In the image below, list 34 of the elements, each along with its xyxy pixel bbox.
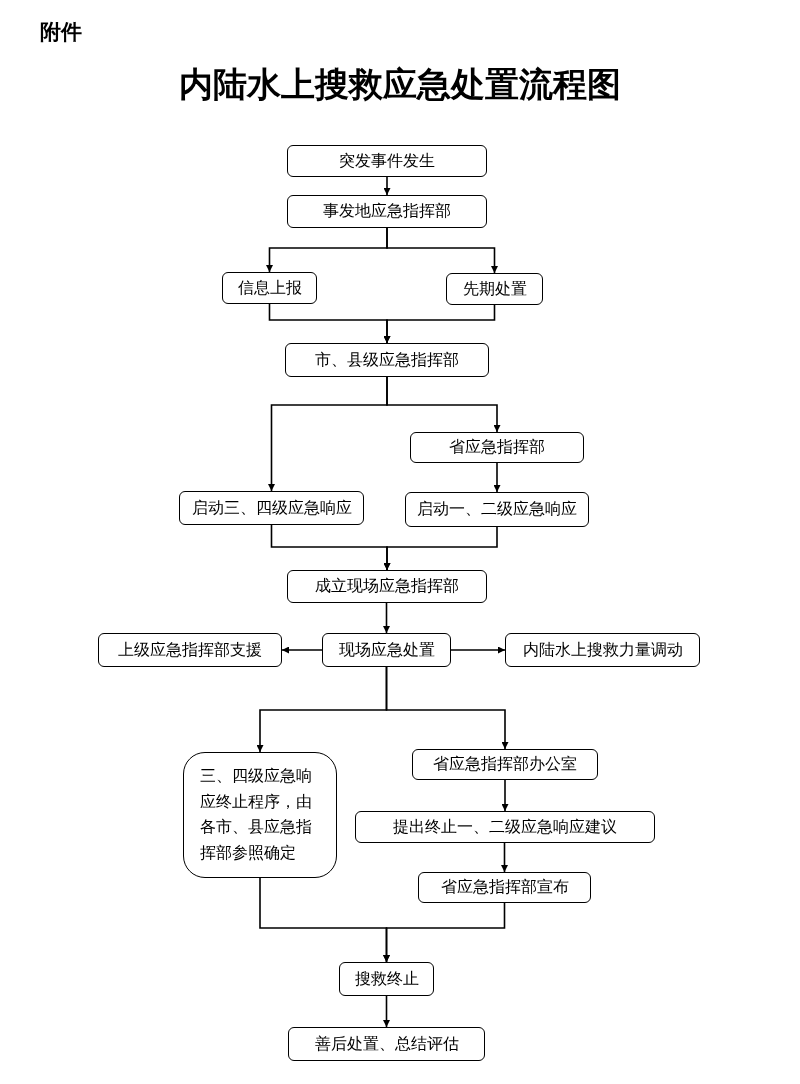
attachment-label: 附件 <box>40 19 82 46</box>
process-box: 提出终止一、二级应急响应建议 <box>355 811 655 843</box>
arrow <box>383 602 390 634</box>
process-box: 省应急指挥部宣布 <box>418 872 591 903</box>
arrow <box>501 779 509 812</box>
process-box: 市、县级应急指挥部 <box>285 343 489 377</box>
process-box: 省应急指挥部办公室 <box>412 749 598 780</box>
arrow <box>383 526 498 571</box>
process-box: 上级应急指挥部支援 <box>98 633 282 667</box>
arrow <box>450 646 506 654</box>
process-box: 事发地应急指挥部 <box>287 195 487 228</box>
process-box: 现场应急处置 <box>322 633 451 667</box>
arrow <box>383 176 391 196</box>
arrow <box>386 227 498 274</box>
arrow <box>501 842 508 873</box>
process-box: 启动一、二级应急响应 <box>405 492 589 527</box>
process-box: 省应急指挥部 <box>410 432 584 463</box>
arrow <box>493 462 501 493</box>
arrow <box>383 304 496 344</box>
arrow <box>383 995 390 1028</box>
process-box: 善后处置、总结评估 <box>288 1027 485 1061</box>
process-box: 内陆水上搜救力量调动 <box>505 633 700 667</box>
arrow <box>281 646 323 654</box>
process-box: 信息上报 <box>222 272 317 304</box>
arrow <box>386 376 501 433</box>
process-box: 先期处置 <box>446 273 543 305</box>
process-box: 成立现场应急指挥部 <box>287 570 487 603</box>
process-box: 启动三、四级应急响应 <box>179 491 364 525</box>
rounded-box: 三、四级应急响应终止程序，由各市、县应急指挥部参照确定 <box>183 752 337 878</box>
arrow <box>385 666 509 750</box>
process-box: 突发事件发生 <box>287 145 487 177</box>
process-box: 搜救终止 <box>339 962 434 996</box>
title: 内陆水上搜救应急处置流程图 <box>179 64 621 104</box>
arrow <box>383 902 506 963</box>
